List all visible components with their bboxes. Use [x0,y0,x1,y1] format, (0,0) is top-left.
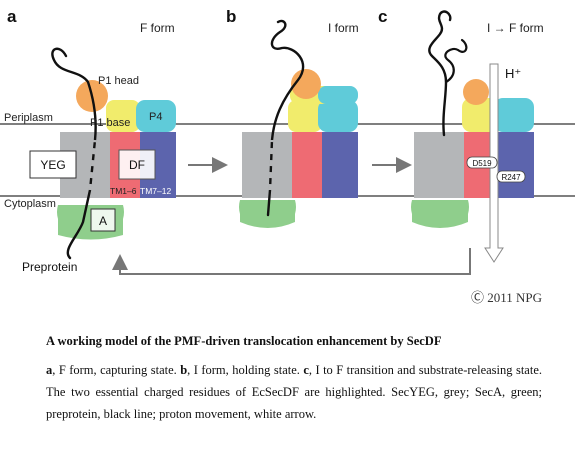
p4-c [494,98,534,132]
caption-text-b: , I form, holding state. [187,363,304,377]
tm7-12-b [322,132,358,198]
preprotein-c-squiggle [444,38,468,84]
panel-c: c I → F form H⁺ D519 R247 [378,7,544,263]
p1-base-c [462,98,498,132]
panel-a-title: F form [140,21,175,35]
secdf-model-diagram: Periplasm Cytoplasm a F form P1 head P1 … [0,7,575,275]
p4-b [318,100,358,132]
p1-base-b [288,100,322,132]
df-box [118,149,156,180]
caption-key-b: b [180,363,188,377]
caption-key-a: a [46,363,53,377]
secyeg-c [414,132,464,198]
preprotein-label: Preprotein [22,260,77,274]
preprotein-c [428,10,452,137]
p1-head-label: P1 head [98,75,139,87]
seca-c [411,200,469,228]
r247-box [496,170,526,183]
p1-base-label: P1 base [90,117,130,129]
yeg-label: YEG [40,158,65,172]
preprotein-a-dashed [88,139,97,191]
r247-label: R247 [501,173,521,182]
preprotein-a [51,47,97,260]
copyright-notice: Ⓒ 2011 NPG [471,290,543,305]
caption-text-a: , F form, capturing state. [52,363,181,377]
secyeg-b [242,132,292,198]
return-arrow [112,248,471,275]
panel-b-letter: b [226,7,236,26]
caption-body: a, F form, capturing state. b, I form, h… [46,359,542,425]
preprotein-b-dashed [268,139,274,191]
proton-label: H⁺ [505,66,521,81]
tm1-6-label: TM1–6 [110,186,137,196]
p4-label: P4 [149,111,162,123]
panel-b-title: I form [328,21,359,35]
p1-head-b [291,69,321,99]
p1-base-a [106,100,140,132]
panel-a: a F form P1 head P1 base P4 YEG DF TM1–6… [7,7,176,274]
p4-a [136,100,176,132]
d519-box [466,156,498,169]
panel-c-letter: c [378,7,387,26]
tm7-12-label: TM7–12 [140,186,171,196]
periplasm-label: Periplasm [4,112,53,124]
p4-b-top [318,86,358,104]
seca-label: A [99,214,107,228]
d519-label: D519 [472,159,492,168]
tm7-12-c [496,132,534,198]
panel-b: b I form [226,7,359,228]
panel-a-letter: a [7,7,17,26]
caption-title: A working model of the PMF-driven transl… [46,334,442,348]
caption-text-c: , I to F transition and substrate-releas… [46,363,542,421]
preprotein-b [266,19,305,217]
yeg-box [29,150,77,179]
tm1-6-b [292,132,322,198]
panel-c-title: I → F form [487,21,544,35]
cytoplasm-label: Cytoplasm [4,198,56,210]
seca-box [90,208,116,232]
df-label: DF [129,158,145,172]
caption-key-c: c [303,363,309,377]
p1-head-c [463,79,489,105]
